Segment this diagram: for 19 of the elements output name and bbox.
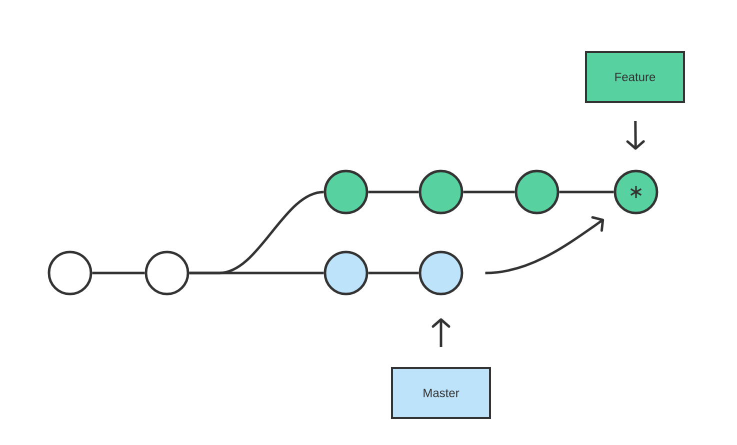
commit-circle xyxy=(418,170,464,214)
connector-line xyxy=(368,272,419,274)
label-box: Master xyxy=(391,367,491,419)
commit-circle xyxy=(614,170,658,214)
connector-line xyxy=(368,190,419,194)
commit-circle xyxy=(324,170,368,214)
commit-circle xyxy=(324,250,368,296)
arrow xyxy=(626,120,645,150)
commit-circle xyxy=(514,170,560,214)
commit-circle xyxy=(48,250,92,296)
connector-line xyxy=(463,190,515,194)
connector-line xyxy=(559,190,614,194)
arrow xyxy=(485,216,604,274)
arrow xyxy=(432,318,450,347)
connector-line xyxy=(92,272,145,274)
commit-circle xyxy=(418,250,464,296)
label-box: Feature xyxy=(585,51,685,103)
commit-circle xyxy=(144,250,190,296)
connector-line xyxy=(189,272,324,274)
